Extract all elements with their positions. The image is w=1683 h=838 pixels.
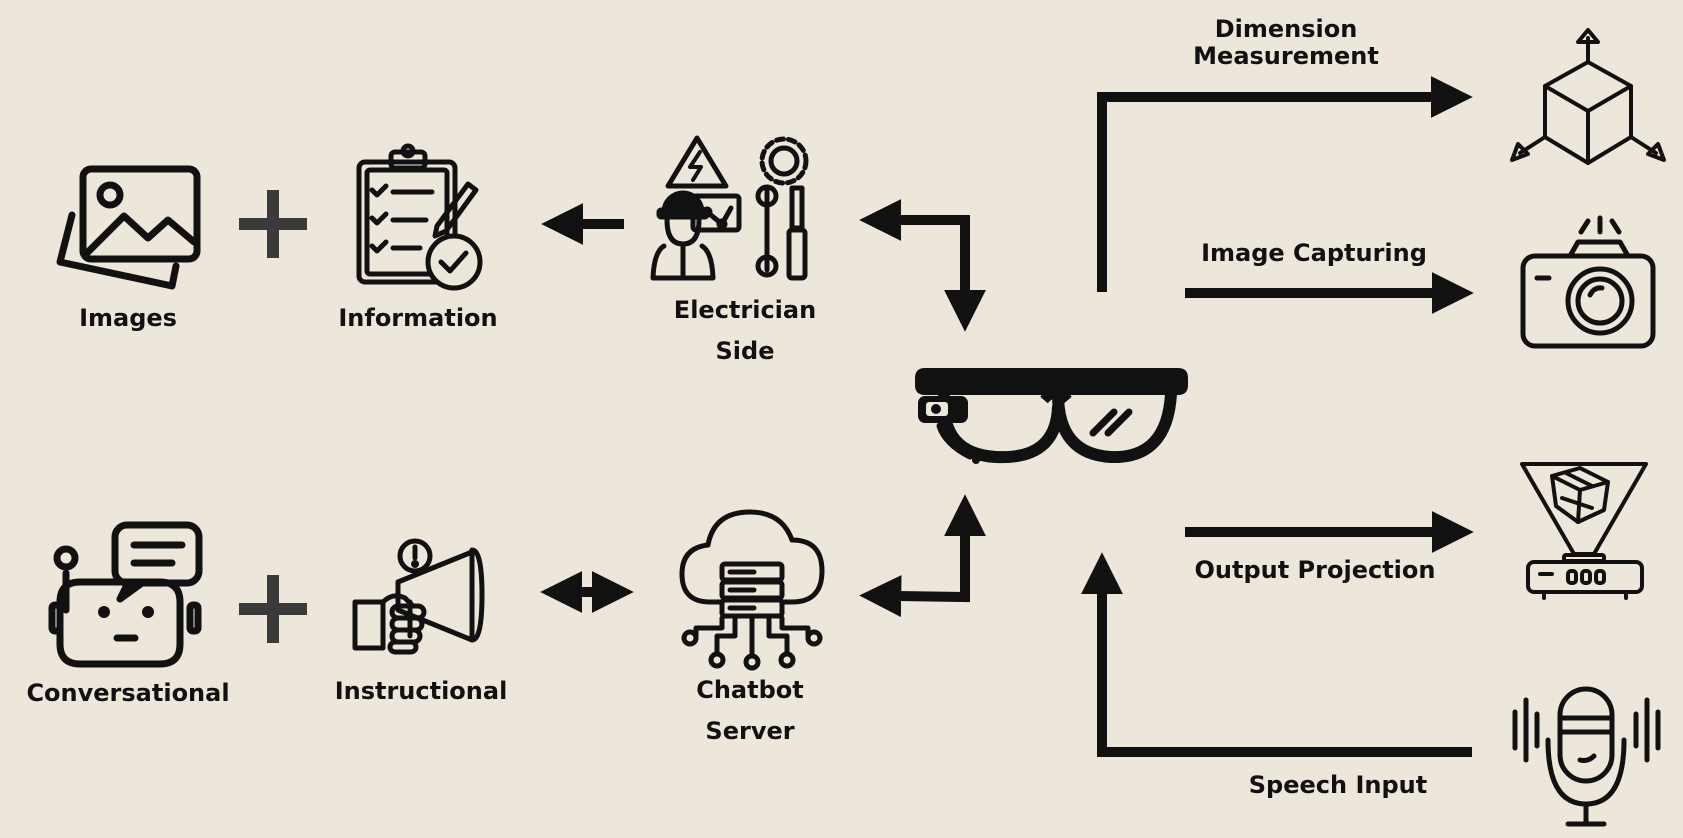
cube-3d-icon [1510, 28, 1666, 165]
images-icon [56, 165, 201, 290]
microphone-icon [1512, 686, 1661, 827]
label-instructional: Instructional [334, 677, 508, 705]
label-dimension-measurement-line2: Measurement [1193, 42, 1379, 70]
plus-icon [239, 190, 307, 258]
robot-chat-icon [48, 521, 203, 668]
megaphone-hand-icon [352, 538, 485, 655]
label-information: Information [338, 304, 498, 332]
label-chatbot-server-line1: Chatbot [696, 676, 804, 704]
cloud-server-icon [679, 509, 825, 671]
label-chatbot-server: Chatbot Server [660, 670, 840, 752]
hologram-projector-icon [1520, 462, 1648, 600]
label-chatbot-server-line2: Server [705, 717, 795, 745]
plus-icon-bottom [239, 575, 307, 643]
checklist-icon [356, 143, 483, 291]
arrow-chatbot-glasses [859, 494, 986, 618]
label-electrician-side: Electrician Side [655, 290, 835, 372]
smart-glasses-icon [915, 368, 1188, 464]
label-electrician-side-line1: Electrician [673, 296, 817, 324]
label-dimension-measurement-line1: Dimension [1214, 15, 1358, 43]
label-images: Images [79, 304, 177, 332]
label-conversational: Conversational [26, 679, 230, 707]
label-speech-input: Speech Input [1248, 771, 1428, 799]
label-image-capturing: Image Capturing [1201, 239, 1427, 267]
arrow-from-speech [1081, 552, 1472, 757]
camera-icon [1520, 215, 1656, 349]
label-dimension-measurement: Dimension Measurement [1166, 16, 1406, 70]
label-electrician-side-line2: Side [715, 337, 775, 365]
arrow-to-dimension [1097, 76, 1473, 292]
arrow-electrician-glasses [859, 199, 986, 332]
label-output-projection: Output Projection [1194, 556, 1436, 584]
electrician-icon [650, 135, 809, 281]
